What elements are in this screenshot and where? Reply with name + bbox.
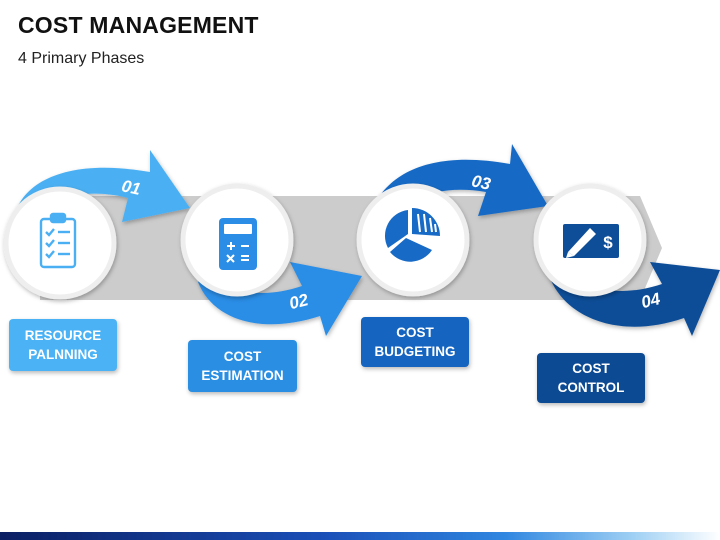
phase-04-number: 04 xyxy=(639,289,662,312)
phase-01-number: 01 xyxy=(120,176,142,199)
phase-02-arrow: 02 xyxy=(198,262,362,336)
phase-04-arrow: 04 xyxy=(550,262,720,336)
phase-01-label: RESOURCE PALNNING xyxy=(9,319,117,371)
svg-text:$: $ xyxy=(603,233,613,252)
clipboard-checklist-icon xyxy=(39,212,77,269)
page-title: COST MANAGEMENT xyxy=(18,12,259,38)
cheque-dollar-icon: $ xyxy=(563,224,619,258)
phase-03-arrow: 03 xyxy=(370,144,548,222)
phase-03-circle xyxy=(356,183,470,297)
calculator-icon xyxy=(219,218,257,270)
phase-01-circle xyxy=(3,186,117,300)
phase-04-circle: $ xyxy=(533,183,647,297)
phase-02-number: 02 xyxy=(287,290,310,313)
phase-01-arrow: 01 xyxy=(14,150,190,224)
phase-03-number: 03 xyxy=(470,171,493,194)
phase-04-label: COST CONTROL xyxy=(537,353,645,403)
page-subtitle: 4 Primary Phases xyxy=(18,50,145,67)
phase-02-circle xyxy=(180,183,294,297)
phase-03-label: COST BUDGETING xyxy=(361,317,469,367)
phase-02-label: COST ESTIMATION xyxy=(188,340,297,392)
footer-gradient-bar xyxy=(0,532,720,540)
pie-chart-icon xyxy=(384,208,440,262)
